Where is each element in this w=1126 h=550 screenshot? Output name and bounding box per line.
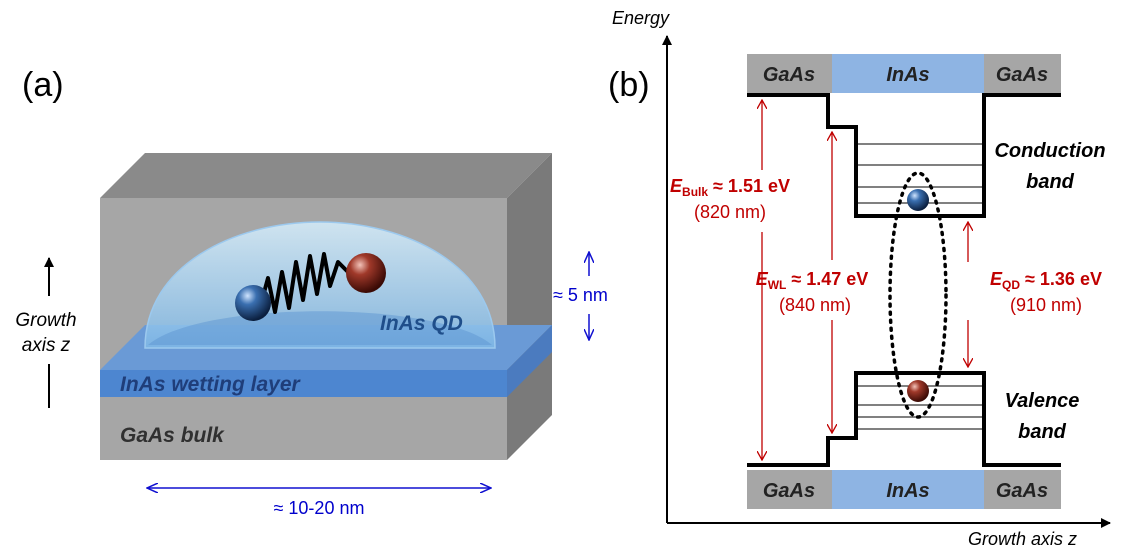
- panel-a-label: (a): [22, 66, 64, 104]
- qd-energy-subscript: QD: [1002, 278, 1020, 292]
- bulk-energy-subscript: Bulk: [682, 185, 708, 199]
- valence-label-line2: band: [1018, 421, 1067, 443]
- conduction-label-line1: Conduction: [994, 140, 1105, 162]
- conduction-band-edge: [747, 93, 1061, 218]
- photon-wave: [260, 252, 354, 314]
- wetting-layer-front: [100, 370, 507, 397]
- block-top-face: [100, 153, 552, 198]
- qd-energy-value: ≈ 1.36 eV: [1020, 269, 1102, 289]
- qd-energy-symbol: E: [990, 269, 1003, 289]
- bulk-energy-symbol: E: [670, 176, 683, 196]
- qd-wavelength-label: (910 nm): [1010, 295, 1082, 315]
- qd-energy-label: EQD ≈ 1.36 eV: [990, 269, 1102, 292]
- top-gaas-right-label: GaAs: [996, 64, 1048, 86]
- wl-wavelength-label: (840 nm): [779, 295, 851, 315]
- qd-label: InAs QD: [380, 312, 463, 335]
- valence-band-edge: [747, 371, 1061, 467]
- growth-axis-label: Growth axis z: [968, 529, 1077, 549]
- hole-sphere: [346, 253, 386, 293]
- bottom-gaas-left: [747, 470, 832, 509]
- wl-energy-label: EWL ≈ 1.47 eV: [756, 269, 869, 292]
- block-right-face: [507, 153, 552, 460]
- bottom-inas-label: InAs: [886, 480, 929, 502]
- energy-axis-label: Energy: [612, 8, 670, 28]
- wl-energy-subscript: WL: [768, 278, 787, 292]
- bottom-inas: [832, 470, 984, 509]
- growth-label-line2: axis z: [22, 335, 71, 356]
- conduction-label-line2: band: [1026, 171, 1075, 193]
- growth-label-line1: Growth: [15, 310, 76, 331]
- top-gaas-right: [984, 54, 1061, 93]
- panel-b-label: (b): [608, 66, 650, 104]
- electron-sphere: [235, 285, 271, 321]
- wl-energy-symbol: E: [756, 269, 769, 289]
- wetting-layer-label: InAs wetting layer: [120, 373, 302, 396]
- bottom-gaas-right-label: GaAs: [996, 480, 1048, 502]
- bulk-energy-label: EBulk ≈ 1.51 eV: [670, 176, 790, 199]
- width-label: ≈ 10-20 nm: [274, 498, 365, 518]
- valence-label-line1: Valence: [1005, 390, 1080, 412]
- bulk-wavelength-label: (820 nm): [694, 202, 766, 222]
- top-inas: [832, 54, 984, 93]
- height-label: ≈ 5 nm: [553, 285, 608, 305]
- dome-base-shadow: [148, 311, 492, 345]
- band-hole: [907, 380, 929, 402]
- top-gaas-left: [747, 54, 832, 93]
- bulk-energy-value: ≈ 1.51 eV: [708, 176, 790, 196]
- bottom-gaas-left-label: GaAs: [763, 480, 815, 502]
- bulk-label: GaAs bulk: [120, 424, 225, 447]
- exciton-ellipse: [888, 171, 948, 419]
- wetting-layer-side: [507, 325, 552, 397]
- bottom-gaas-right: [984, 470, 1061, 509]
- band-electron: [907, 189, 929, 211]
- wl-energy-value: ≈ 1.47 eV: [786, 269, 868, 289]
- top-gaas-left-label: GaAs: [763, 64, 815, 86]
- top-inas-label: InAs: [886, 64, 929, 86]
